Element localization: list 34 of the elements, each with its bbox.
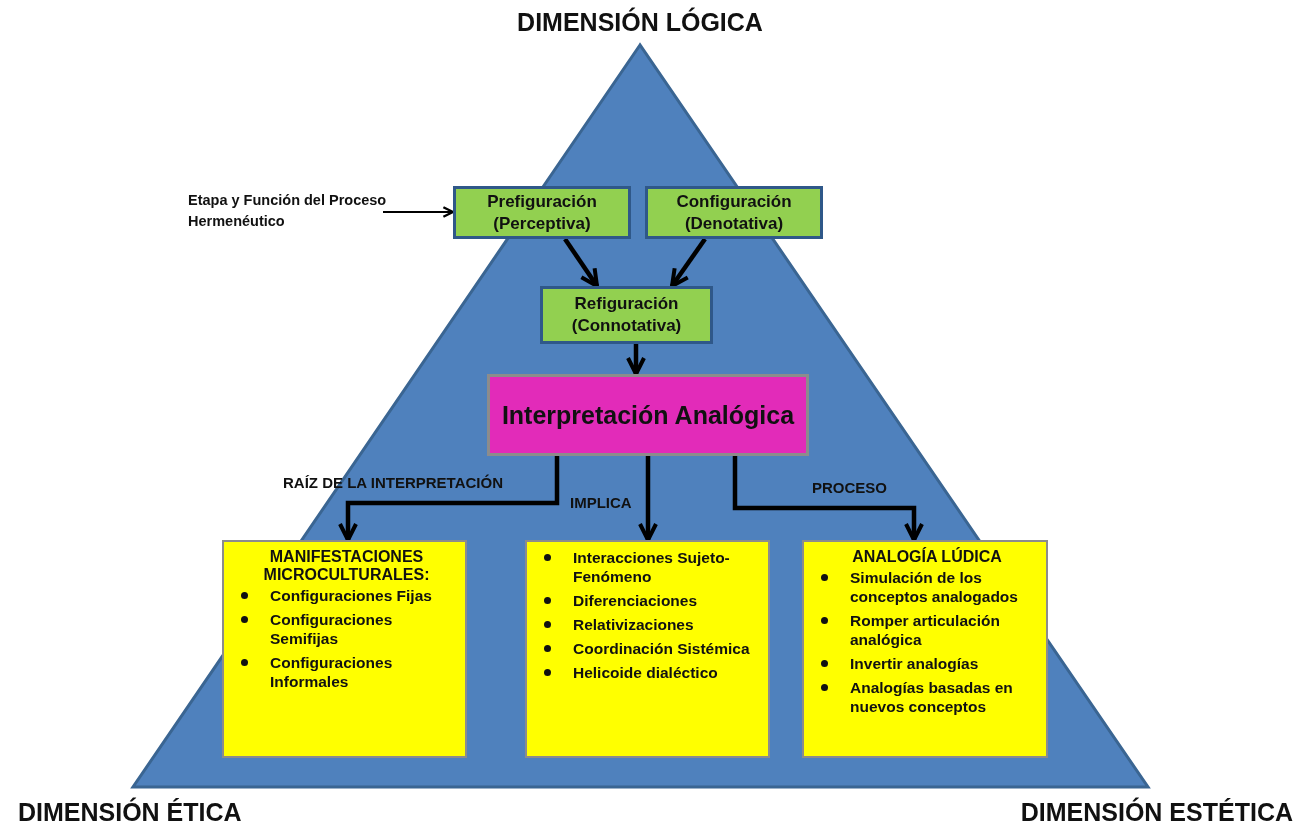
dimension-title: DIMENSIÓN ÉTICA (18, 798, 242, 827)
list-item: Configuraciones Fijas (270, 586, 433, 605)
list-item: Helicoide dialéctico (573, 663, 719, 682)
dimension-title: DIMENSIÓN ESTÉTICA (1020, 798, 1293, 827)
list-item: Interacciones Sujeto-Fenómeno (573, 548, 731, 586)
dimension-title: DIMENSIÓN LÓGICA (517, 8, 763, 37)
arrow (626, 344, 646, 376)
arrow (638, 456, 658, 542)
list-box (802, 540, 1048, 758)
list-item: Invertir analogías (850, 654, 980, 673)
arrow (382, 206, 455, 218)
stage-box: Prefiguración (Perceptiva) (453, 186, 631, 239)
edge-label: IMPLICA (570, 494, 632, 511)
box-heading: MANIFESTACIONES MICROCULTURALES: (262, 548, 431, 584)
list-item: Diferenciaciones (573, 591, 699, 610)
list-item: Coordinación Sistémica (573, 639, 751, 658)
arrow (338, 456, 560, 542)
stage-box: Configuración (Denotativa) (645, 186, 823, 239)
arrow (670, 237, 707, 288)
list-item: Relativizaciones (573, 615, 695, 634)
main-box: Interpretación Analógica (487, 374, 809, 456)
box-heading: ANALOGÍA LÚDICA (851, 548, 1003, 566)
list-item: Analogías basadas en nuevos conceptos (850, 678, 1014, 716)
list-item: Romper articulación analógica (850, 611, 1001, 649)
arrow (563, 237, 599, 288)
list-item: Simulación de los conceptos analogados (850, 568, 1019, 606)
stage-box: Refiguración (Connotativa) (540, 286, 713, 344)
edge-label: PROCESO (812, 479, 887, 496)
list-item: Configuraciones Semifijas (270, 610, 394, 648)
arrow (732, 456, 924, 542)
list-item: Configuraciones Informales (270, 653, 394, 691)
list-box (222, 540, 467, 758)
list-box (525, 540, 770, 758)
note-text: Etapa y Función del Proceso Hermenéutico (188, 191, 388, 231)
